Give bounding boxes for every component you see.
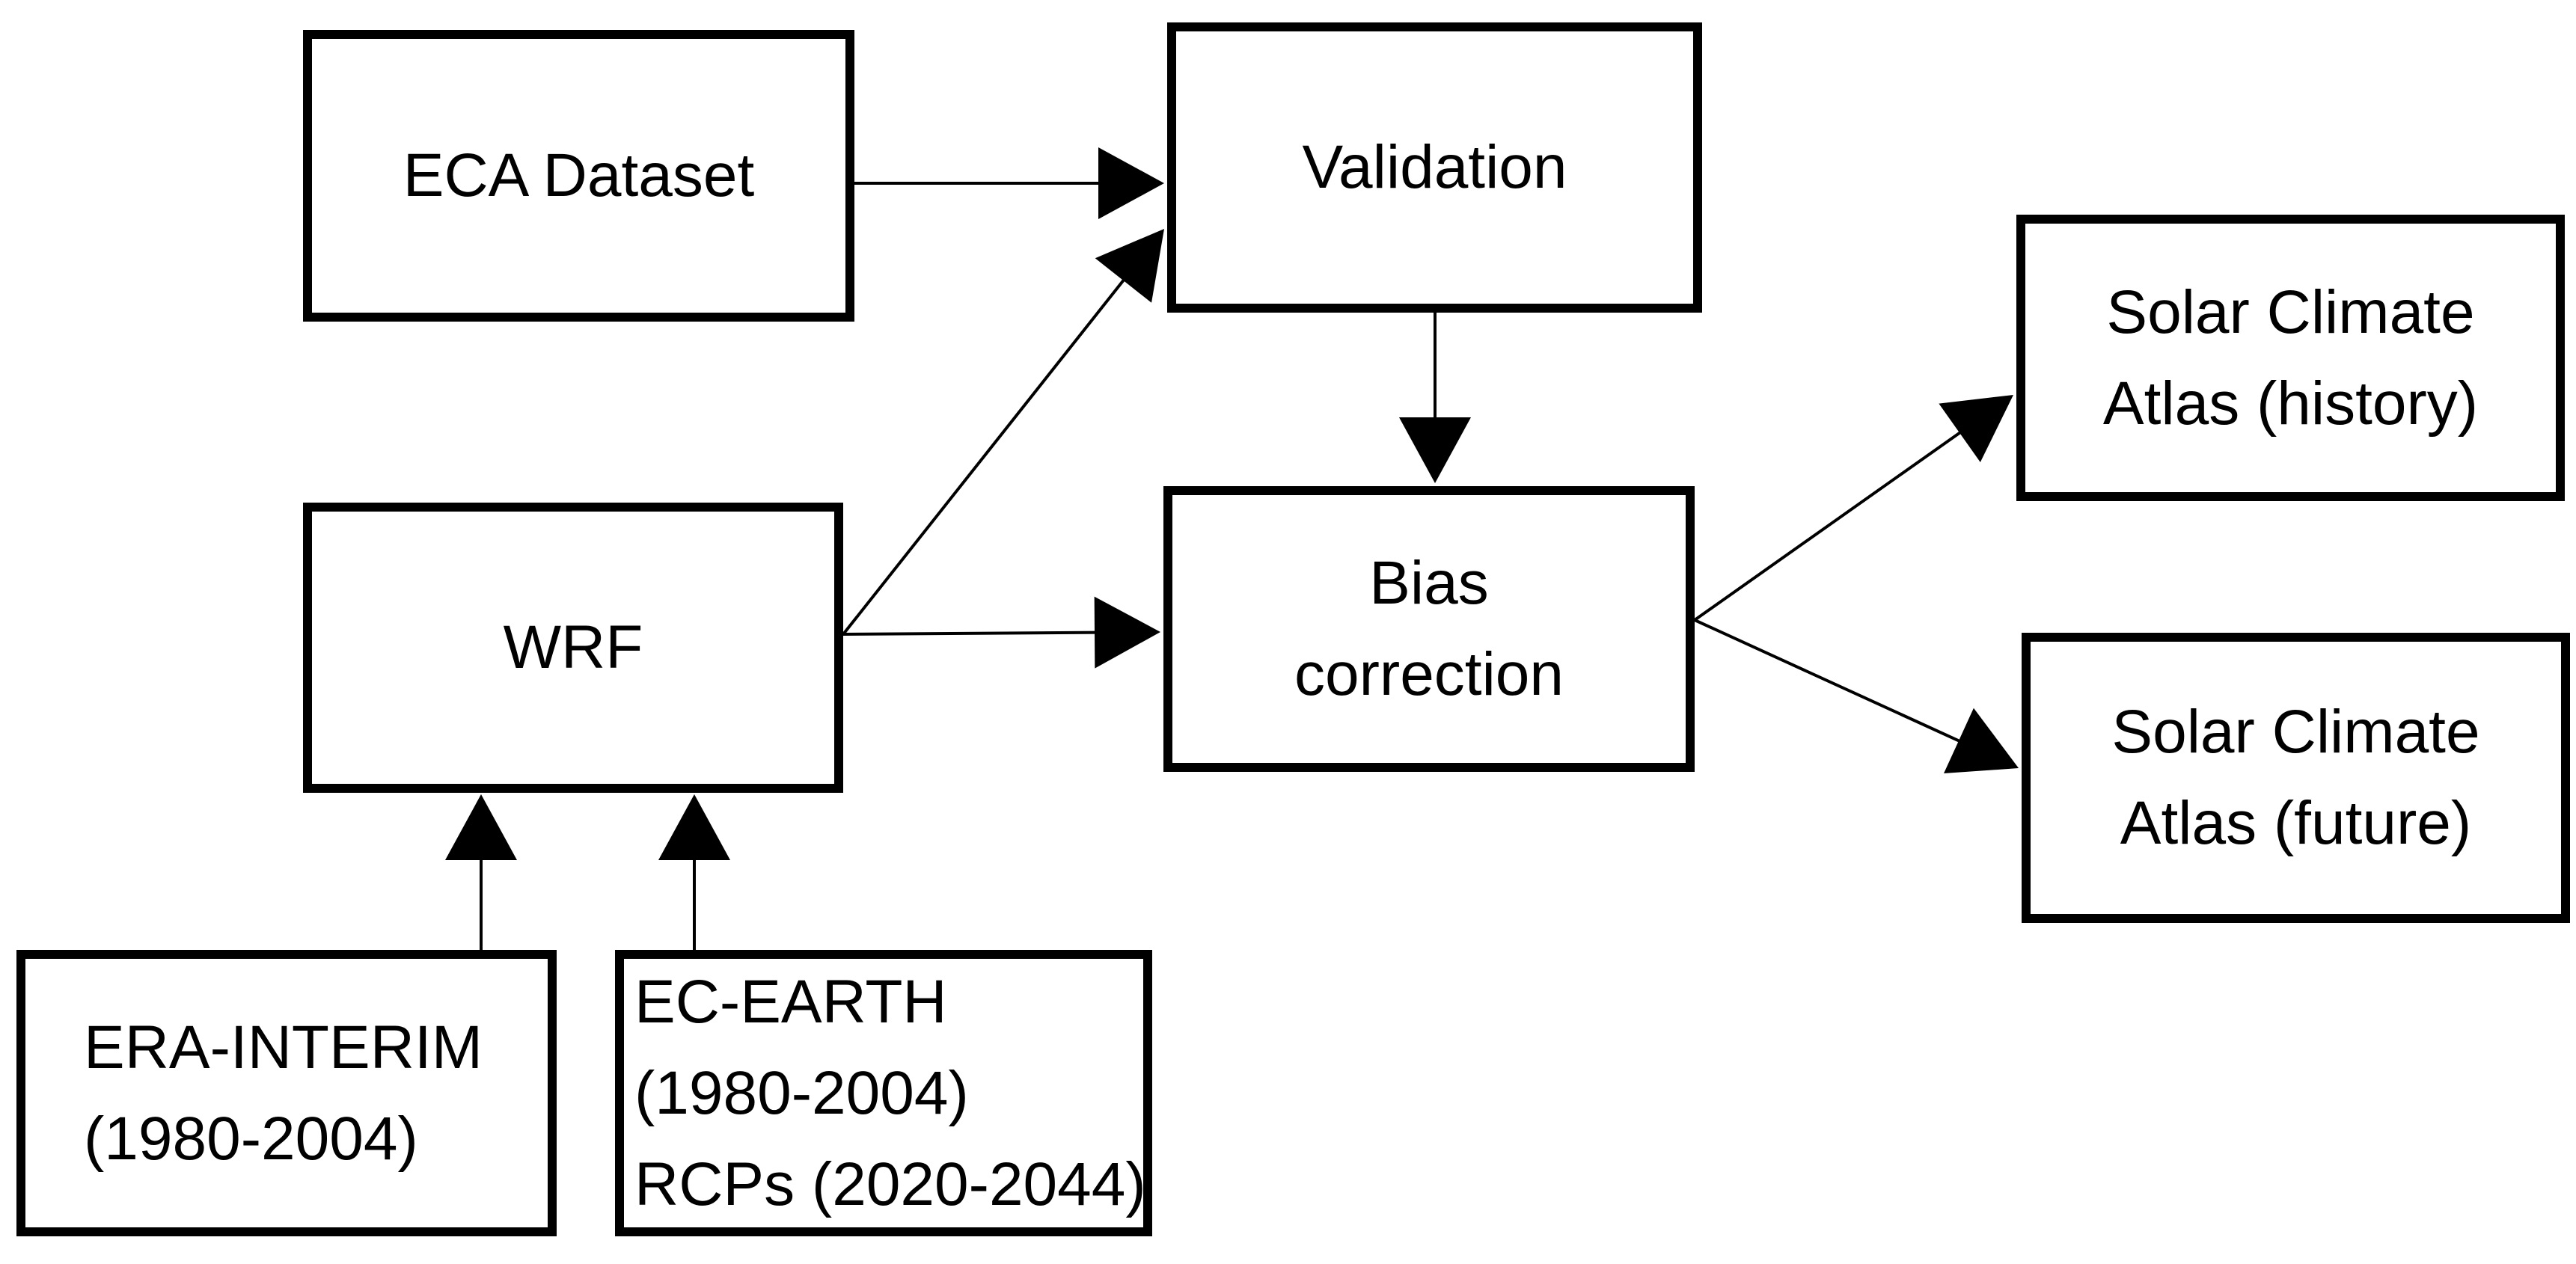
node-solar-climate-atlas-history-label: Atlas (history) bbox=[2102, 369, 2479, 438]
node-wrf-label: WRF bbox=[503, 613, 643, 681]
arrowhead-icon bbox=[445, 794, 517, 860]
node-validation: Validation bbox=[1167, 22, 1702, 313]
node-solar-climate-atlas-future-label: Atlas (future) bbox=[2120, 789, 2472, 857]
arrowhead-icon bbox=[1944, 708, 2019, 774]
node-ec-earth-label: EC-EARTH bbox=[634, 967, 947, 1036]
arrow-ec-earth-to-wrf bbox=[658, 794, 730, 950]
node-validation-label: Validation bbox=[1302, 133, 1567, 201]
node-solar-climate-atlas-future-label: Solar Climate bbox=[2111, 698, 2480, 766]
node-ec-earth-label: RCPs (2020-2044) bbox=[634, 1150, 1146, 1218]
arrow-bias-correction-to-atlas-history bbox=[1693, 395, 2013, 622]
arrow-line bbox=[1693, 429, 1963, 622]
arrow-wrf-to-bias-correction bbox=[842, 596, 1160, 669]
arrowhead-icon bbox=[1098, 147, 1164, 219]
node-era-interim-label: ERA-INTERIM bbox=[84, 1013, 483, 1082]
node-solar-climate-atlas-history-label: Solar Climate bbox=[2106, 277, 2475, 346]
node-bias-correction-label: correction bbox=[1294, 640, 1564, 708]
node-bias-correction-label: Bias bbox=[1369, 549, 1489, 617]
arrow-line bbox=[842, 631, 1098, 636]
node-era-interim: ERA-INTERIM (1980-2004) bbox=[16, 950, 557, 1236]
node-ec-earth-label: (1980-2004) bbox=[634, 1058, 969, 1127]
arrowhead-icon bbox=[1094, 596, 1160, 669]
arrow-eca-to-validation bbox=[854, 147, 1164, 219]
arrow-validation-to-bias-correction bbox=[1399, 313, 1471, 483]
arrow-wrf-to-validation bbox=[842, 229, 1164, 636]
node-eca-dataset: ECA Dataset bbox=[303, 30, 854, 322]
node-ec-earth: EC-EARTH (1980-2004) RCPs (2020-2044) bbox=[615, 950, 1152, 1236]
arrowhead-icon bbox=[1095, 229, 1164, 303]
arrowhead-icon bbox=[658, 794, 730, 860]
node-wrf: WRF bbox=[303, 503, 843, 793]
arrow-era-interim-to-wrf bbox=[445, 794, 517, 950]
node-bias-correction: Bias correction bbox=[1163, 486, 1695, 772]
node-eca-dataset-label: ECA Dataset bbox=[403, 141, 755, 209]
arrow-bias-correction-to-atlas-future bbox=[1694, 619, 2019, 774]
arrowhead-icon bbox=[1399, 417, 1471, 483]
arrow-line bbox=[1694, 619, 1962, 743]
node-era-interim-label: (1980-2004) bbox=[84, 1104, 418, 1173]
arrowhead-icon bbox=[1939, 395, 2013, 462]
arrow-line bbox=[842, 277, 1127, 636]
